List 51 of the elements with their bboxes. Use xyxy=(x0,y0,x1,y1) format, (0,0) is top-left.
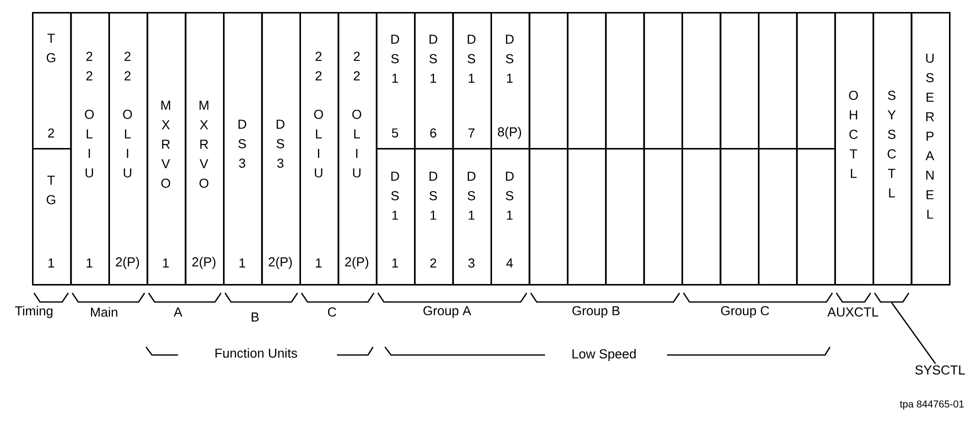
slot-box xyxy=(605,148,645,286)
group-label: Group B xyxy=(572,306,620,318)
slot-box: DS1 3 xyxy=(452,148,492,286)
group-label: AUXCTL xyxy=(827,307,878,317)
slot-box: DS1 8(P) xyxy=(490,12,530,150)
slot-box xyxy=(605,12,645,150)
group-label: C xyxy=(328,307,336,317)
slot-box: DS1 2 xyxy=(414,148,454,286)
slot-box: OHCTL xyxy=(834,12,874,286)
slot-box xyxy=(758,148,798,286)
slot-box xyxy=(796,148,836,286)
group-label: Timing xyxy=(15,306,52,318)
slot-box xyxy=(720,12,760,150)
group-label: Group A xyxy=(423,306,472,318)
slot-box xyxy=(566,12,607,150)
slot-box: TG 2 xyxy=(32,12,72,150)
bracket xyxy=(874,292,910,303)
slot-box: DS1 1 xyxy=(376,148,416,286)
slot-box xyxy=(796,12,836,150)
slot-box: DS1 7 xyxy=(452,12,492,150)
slot-box xyxy=(528,148,568,286)
figure-number: tpa 844765-01 xyxy=(900,400,964,410)
slot-box: DS3 1 xyxy=(223,12,263,286)
slot-box xyxy=(643,148,684,286)
slot-box: MXRVO 1 xyxy=(146,12,186,286)
slot-box: 22 OLIU 1 xyxy=(70,12,110,286)
slot-box xyxy=(528,12,568,150)
group-label: Main xyxy=(91,307,118,317)
slot-box: DS1 5 xyxy=(376,12,416,150)
slot-box: DS1 4 xyxy=(490,148,530,286)
callout-label: SYSCTL xyxy=(915,365,965,375)
slot-box: TG 1 xyxy=(32,148,72,286)
slot-box: 22 OLIU 2(P) xyxy=(108,12,148,286)
slot-box xyxy=(566,148,607,286)
slot-box xyxy=(643,12,684,150)
slot-box: MXRVO 2(P) xyxy=(184,12,225,286)
slot-box xyxy=(758,12,798,150)
slot-box: DS3 2(P) xyxy=(261,12,301,286)
slot-box: 22 OLIU 1 xyxy=(299,12,340,286)
slot-box xyxy=(682,148,722,286)
slot-box: USER PANEL xyxy=(910,12,950,286)
slot-box: 22 OLIU 2(P) xyxy=(338,12,378,286)
group-label: B xyxy=(252,312,259,322)
slot-box xyxy=(720,148,760,286)
group-label: Low Speed xyxy=(572,348,636,362)
slot-box: SYSCTL xyxy=(872,12,912,286)
slot-box: DS1 6 xyxy=(414,12,454,150)
group-label: A xyxy=(174,308,182,316)
slot-box xyxy=(682,12,722,150)
group-label: Group C xyxy=(721,306,770,318)
group-label: Function Units xyxy=(216,348,298,358)
